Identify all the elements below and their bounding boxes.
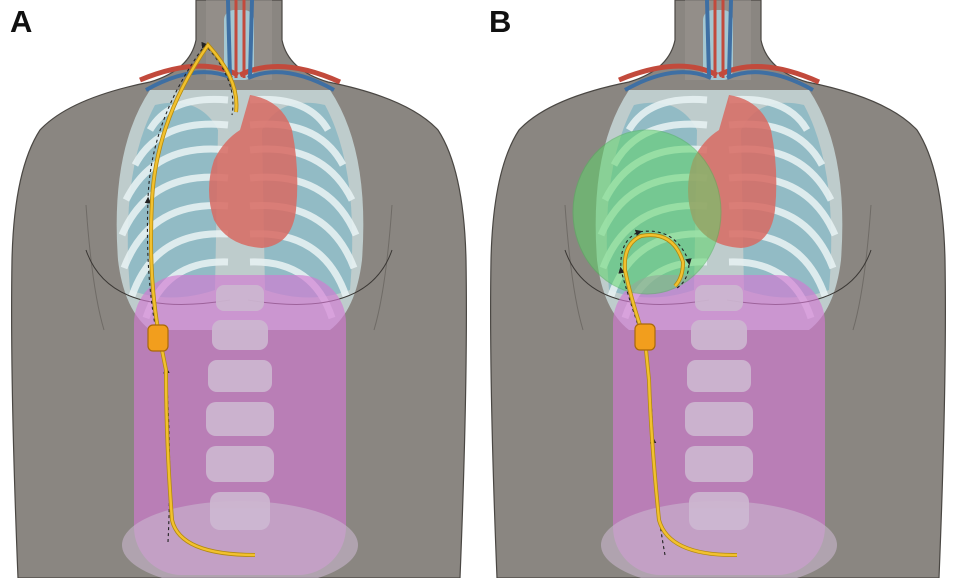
panel-a-illustration: [0, 0, 478, 578]
panel-a: A: [0, 0, 478, 578]
catheter-cuff: [148, 325, 168, 351]
panel-b-illustration: [479, 0, 957, 578]
spine: [685, 285, 753, 530]
panel-label-a: A: [10, 6, 32, 37]
chest-mass: [573, 130, 721, 294]
catheter-cuff: [635, 324, 655, 350]
spine: [206, 285, 274, 530]
panel-b: B: [479, 0, 957, 578]
panel-label-b: B: [489, 6, 511, 37]
